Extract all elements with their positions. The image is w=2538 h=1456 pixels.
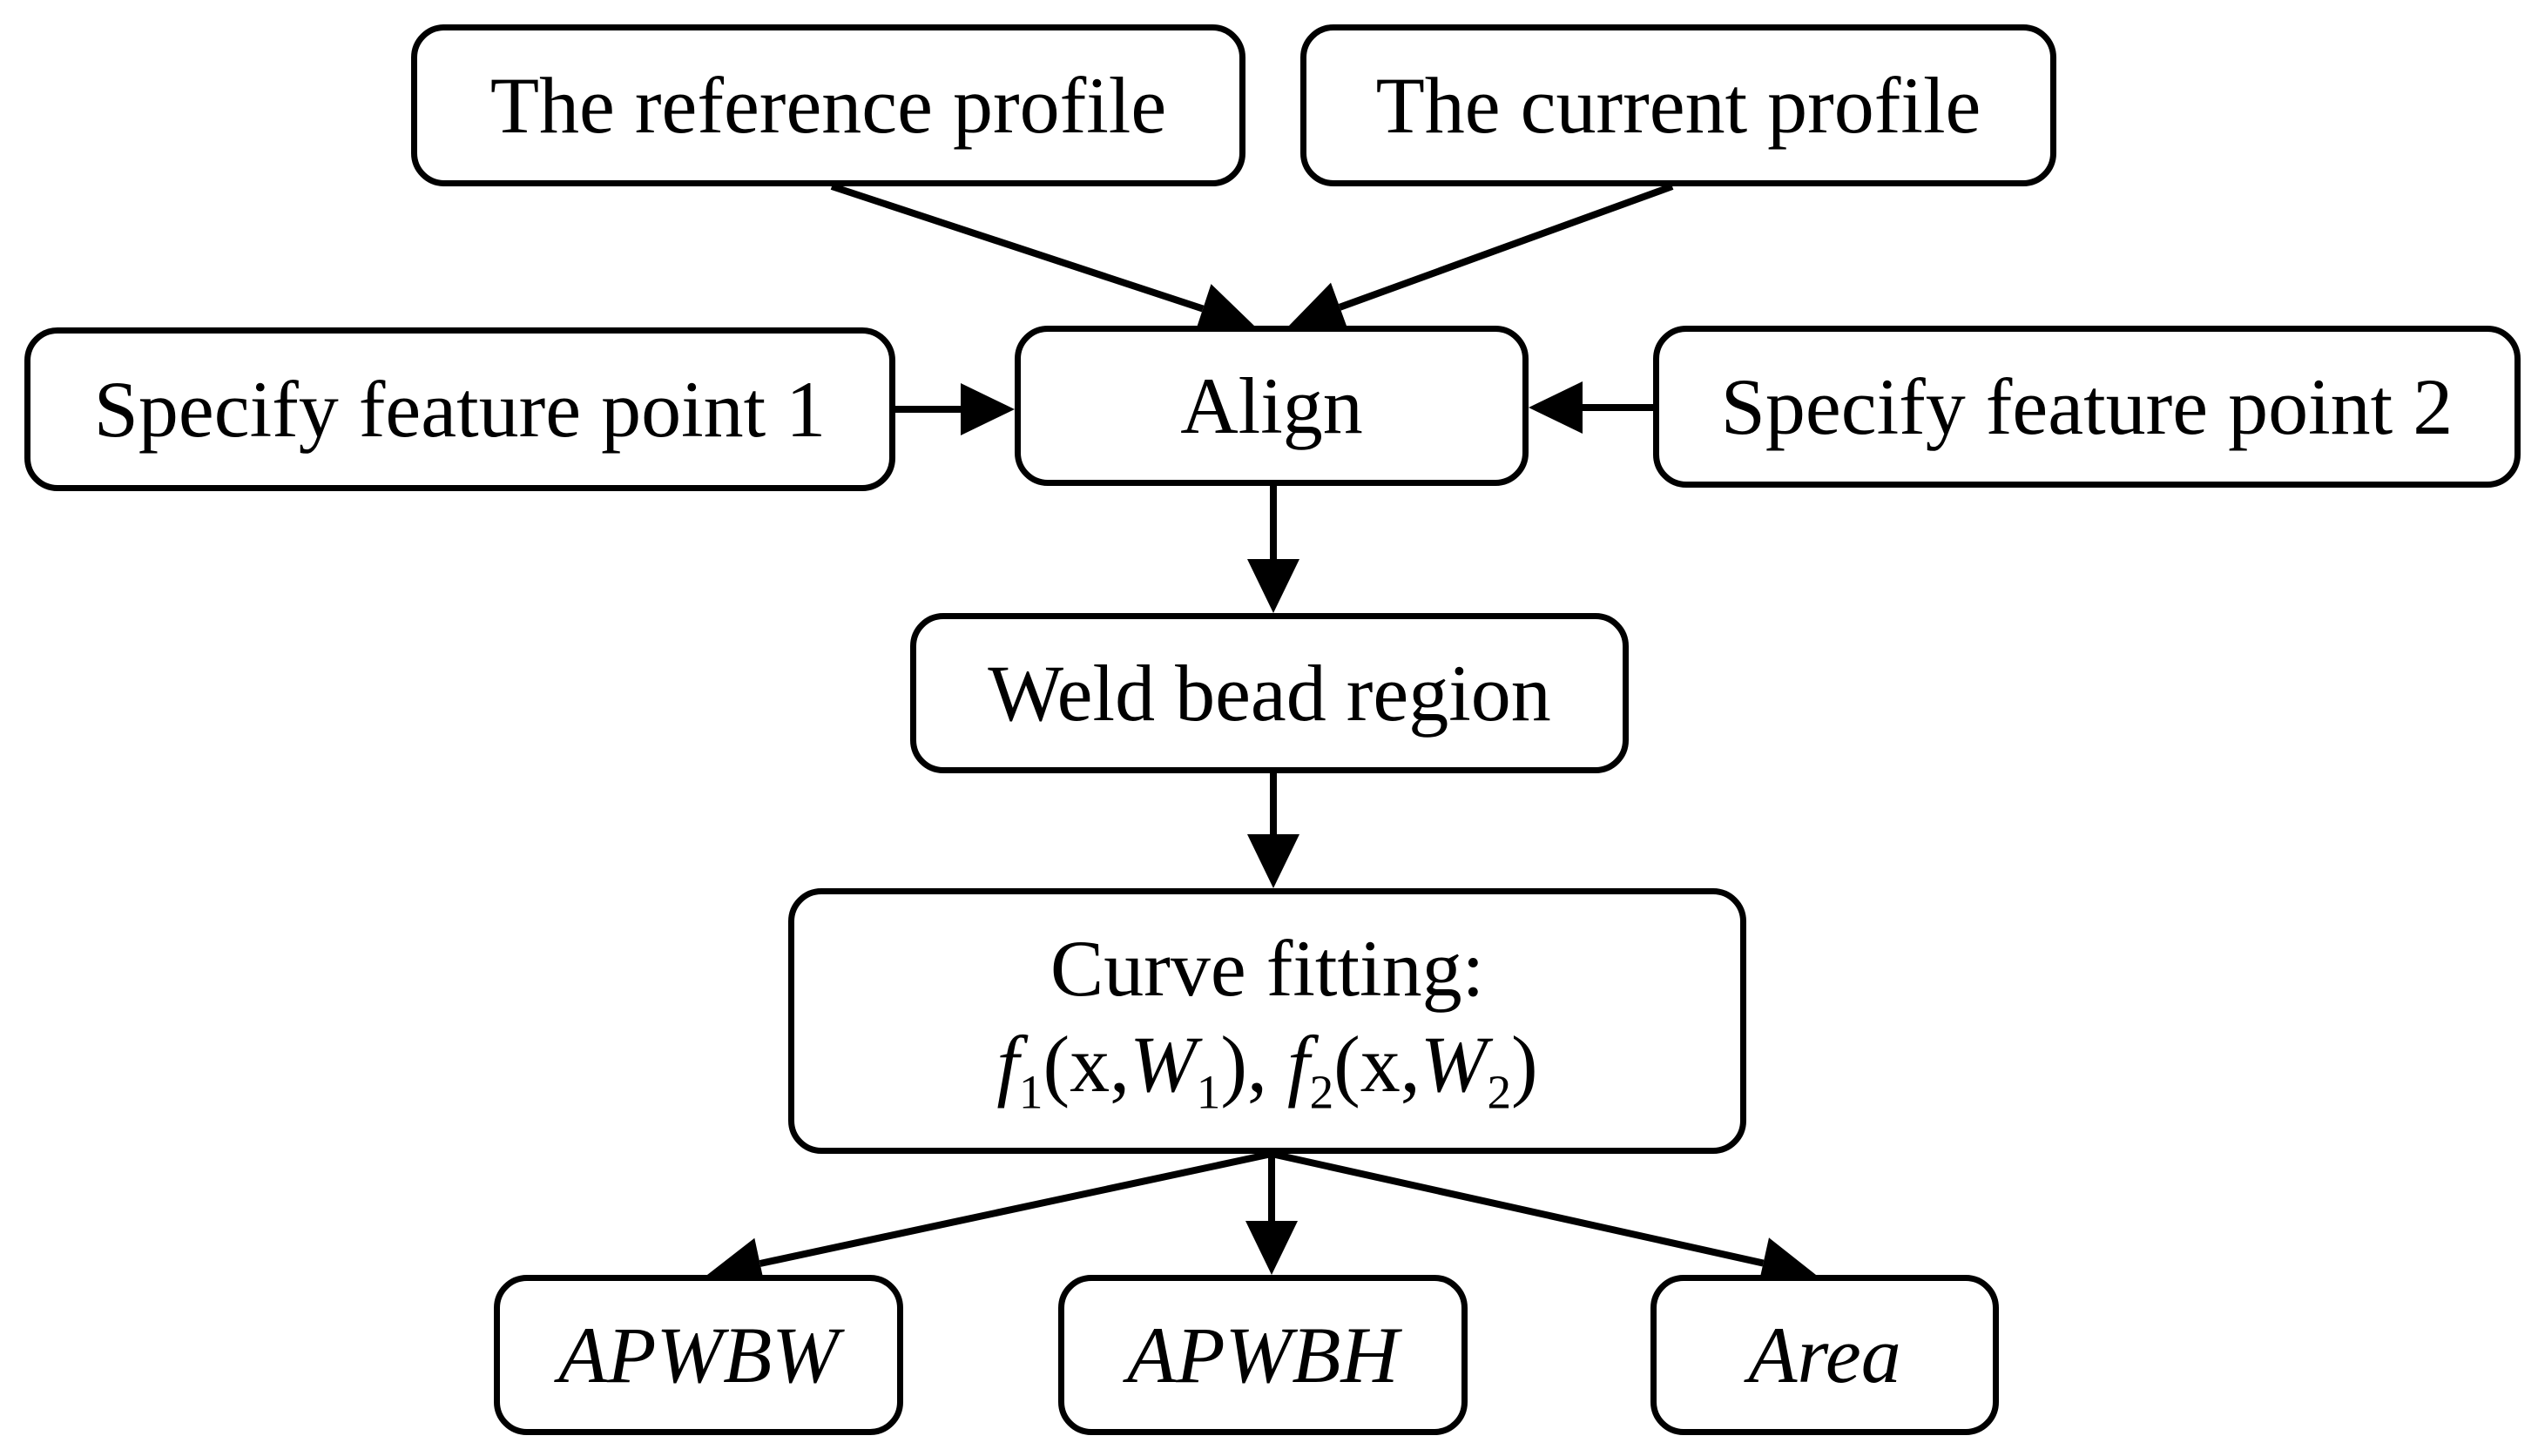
- arrowhead-curve_fitting-to-apwbh: [1245, 1221, 1298, 1275]
- align-label: Align: [1180, 361, 1363, 450]
- edge-line-curve_fitting-to-apwbw: [759, 1150, 1272, 1267]
- current-profile-box: The current profile: [1300, 24, 2056, 186]
- arrowhead-feature_point_1-to-align: [961, 383, 1015, 435]
- curve-fitting-label: Curve fitting:: [1050, 923, 1485, 1013]
- feature-point-1-label: Specify feature point 1: [93, 364, 827, 454]
- edge-line-reference_profile-to-align: [830, 183, 1205, 313]
- curve-fitting-formula: f1(x,W1), f2(x,W2): [996, 1020, 1538, 1119]
- arrowhead-align-to-weld_bead_region: [1247, 559, 1299, 613]
- edge-line-curve_fitting-to-area: [1271, 1150, 1765, 1267]
- feature-point-2-box: Specify feature point 2: [1653, 326, 2521, 488]
- reference-profile-label: The reference profile: [489, 60, 1167, 150]
- apwbw-box: APWBW: [494, 1275, 903, 1435]
- reference-profile-box: The reference profile: [411, 24, 1245, 186]
- feature-point-2-label: Specify feature point 2: [1720, 361, 2454, 451]
- feature-point-1-box: Specify feature point 1: [24, 327, 895, 491]
- apwbh-box: APWBH: [1058, 1275, 1468, 1435]
- apwbh-label: APWBH: [1127, 1310, 1399, 1399]
- curve-fitting-box: Curve fitting: f1(x,W1), f2(x,W2): [788, 888, 1746, 1154]
- area-box: Area: [1650, 1275, 1999, 1435]
- apwbw-label: APWBW: [558, 1310, 839, 1399]
- weld-bead-region-box: Weld bead region: [910, 613, 1629, 773]
- arrowhead-weld_bead_region-to-curve_fitting: [1247, 834, 1299, 888]
- arrowhead-reference_profile-to-align: [1194, 284, 1254, 334]
- area-label: Area: [1748, 1310, 1901, 1399]
- arrowhead-feature_point_2-to-align: [1529, 381, 1583, 434]
- edge-line-current_profile-to-align: [1338, 183, 1674, 311]
- current-profile-label: The current profile: [1375, 60, 1981, 150]
- arrowhead-current_profile-to-align: [1289, 282, 1349, 332]
- align-box: Align: [1015, 326, 1529, 486]
- weld-bead-region-label: Weld bead region: [988, 648, 1551, 738]
